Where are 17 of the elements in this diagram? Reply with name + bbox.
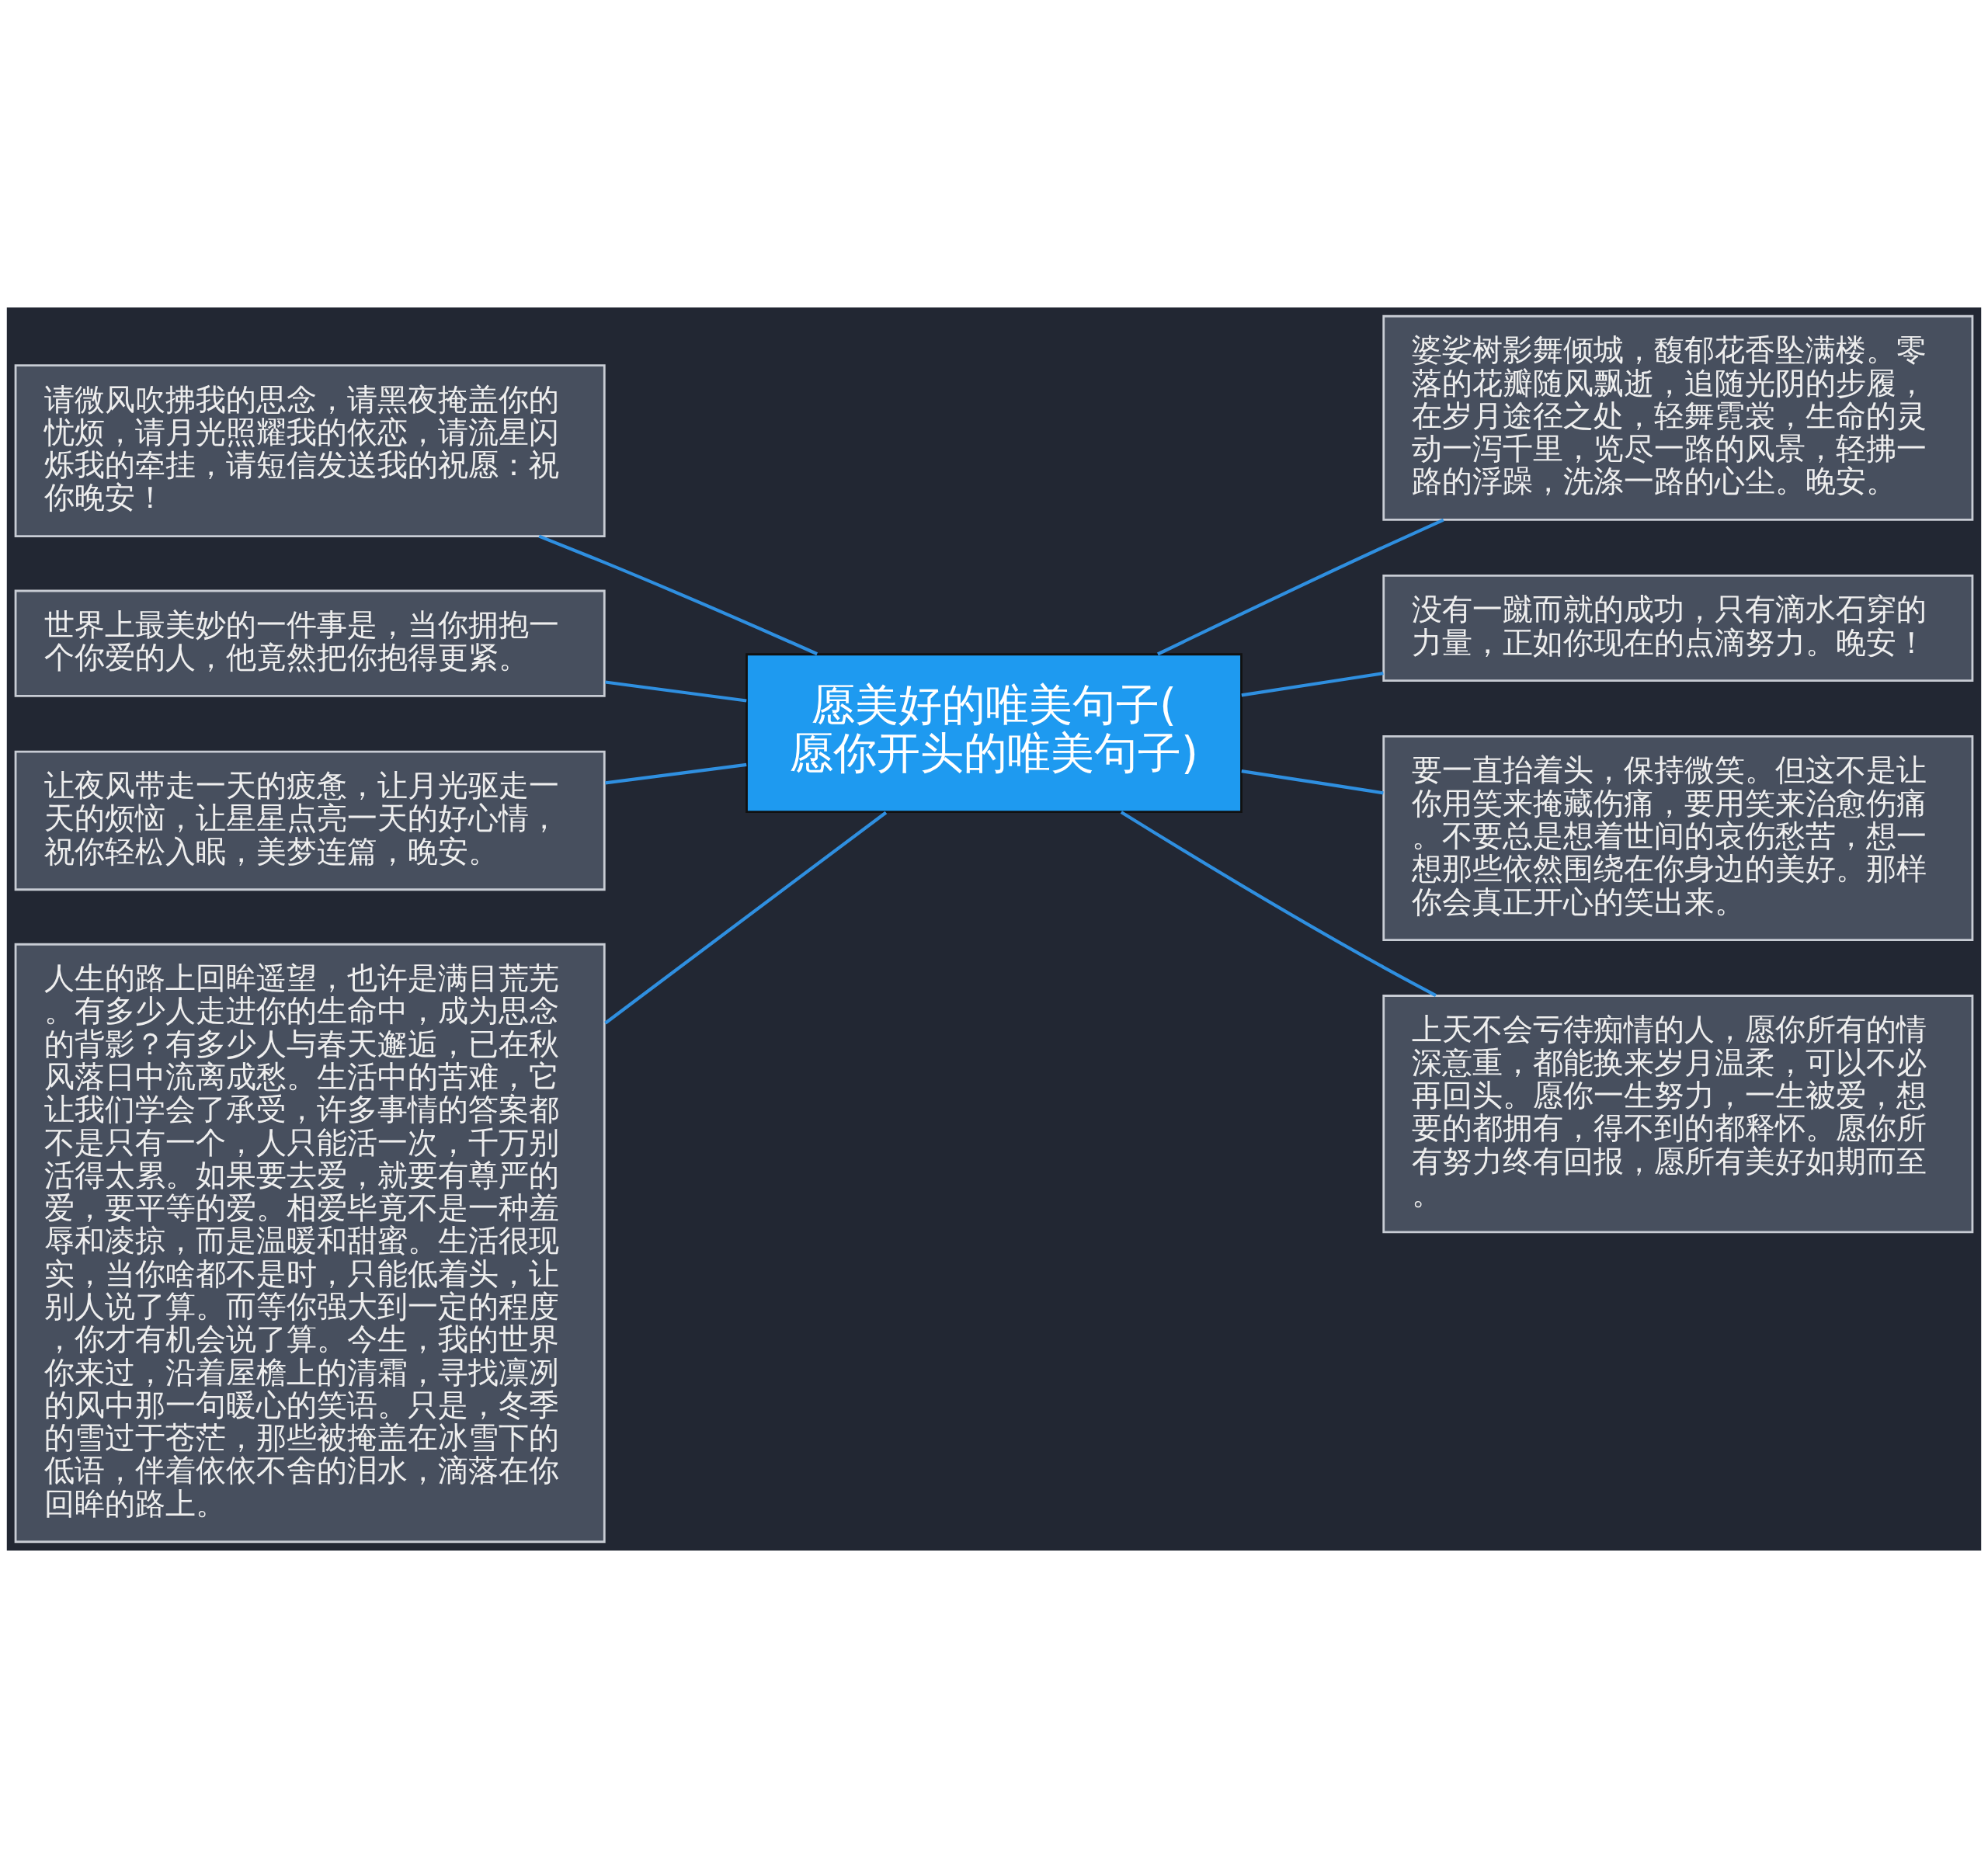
connector (604, 811, 888, 1025)
connector (1241, 769, 1384, 795)
node-box: 人生的路上回眸遥望，也许是满目荒芜。有多少人走进你的生命中，成为思念的背影？有多少人与春天邂逅，已在秋风落日中流离成愁。生活中的苦难，它让我们学会了承受，许多事情的答案都不是只有一个，人只能活一次，千万别活得太累。如果要去爱，就要有尊严的爱，要平等的爱。相爱毕竟不是一种羞辱和凌掠，而是温暖和甜蜜。生活很现实，当你啥都不是时，只能低着头，让别人说了算。而等你强大到一定的程度，你才有机会说了算。今生，我的世界你来过，沿着屋檐上的清霜，寻找凛冽的风中那一句暖心的笑语。只是，冬季的雪过于苍茫，那些被掩盖在冰雪下的低语，伴着依依不舍的泪水，滴落在你回眸的路上。 (14, 943, 606, 1544)
node-box: 上天不会亏待痴情的人，愿你所有的情深意重，都能换来岁月温柔，可以不必再回头。愿你一生努力，一生被爱，想要的都拥有，得不到的都释怀。愿你所有努力终有回报，愿所有美好如期而至。 (1382, 995, 1974, 1234)
node-box: 世界上最美妙的一件事是，当你拥抱一个你爱的人，他竟然把你抱得更紧。 (14, 589, 606, 697)
connector (1156, 518, 1444, 656)
connector (605, 680, 747, 703)
connector (1120, 811, 1437, 997)
node-box: 婆娑树影舞倾城，馥郁花香坠满楼。零落的花瓣随风飘逝，追随光阴的步履，在岁月途径之处，轻舞霓裳，生命的灵动一泻千里，览尽一路的风景，轻拂一路的浮躁，洗涤一路的心尘。晚安。 (1382, 314, 1974, 521)
connector (605, 762, 747, 785)
node-box: 请微风吹拂我的思念，请黑夜掩盖你的忧烦，请月光照耀我的依恋，请流星闪烁我的牵挂，请短信发送我的祝愿：祝你晚安！ (14, 364, 606, 537)
node-box: 要一直抬着头，保持微笑。但这不是让你用笑来掩藏伤痛，要用笑来治愈伤痛。不要总是想着世间的哀伤愁苦，想一想那些依然围绕在你身边的美好。那样你会真正开心的笑出来。 (1382, 735, 1974, 941)
connector (1241, 672, 1384, 697)
node-box: 没有一蹴而就的成功，只有滴水石穿的力量，正如你现在的点滴努力。晚安！ (1382, 574, 1974, 682)
connector (538, 534, 818, 656)
node-box: 让夜风带走一天的疲惫，让月光驱走一天的烦恼，让星星点亮一天的好心情，祝你轻松入眠，美梦连篇，晚安。 (14, 750, 606, 891)
node-box: 愿美好的唯美句子(愿你开头的唯美句子) (746, 653, 1242, 814)
